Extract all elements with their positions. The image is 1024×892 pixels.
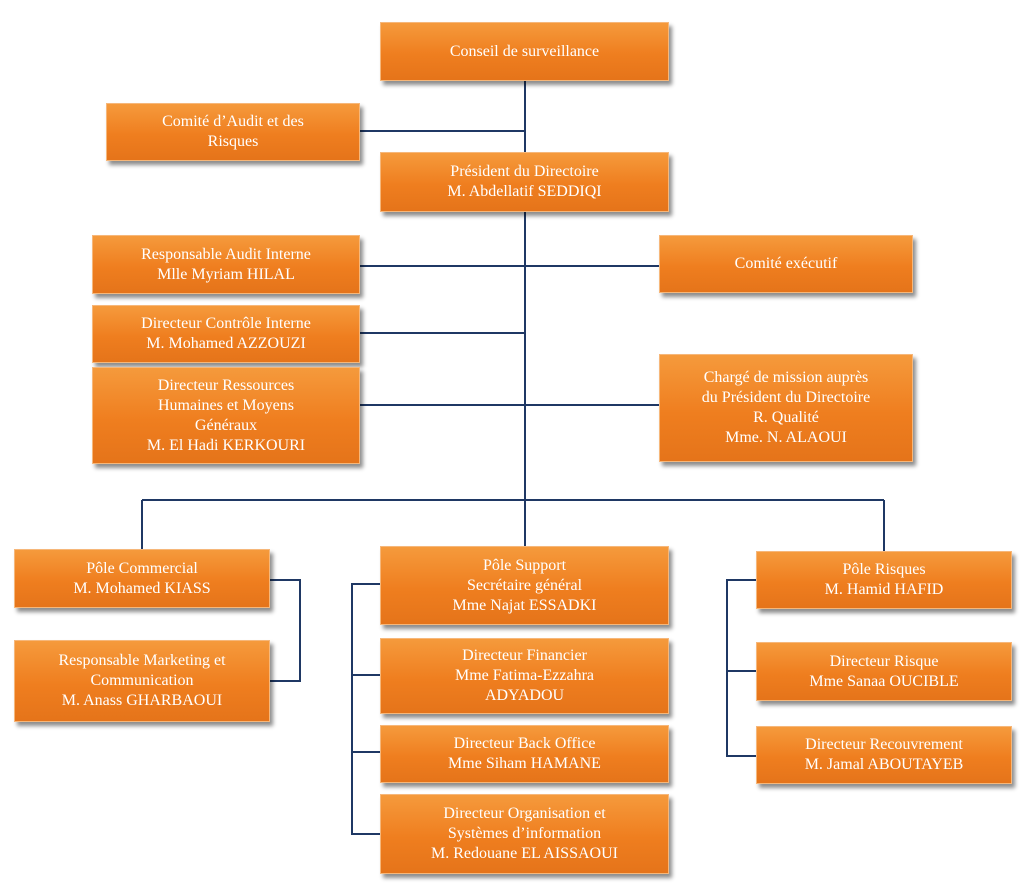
box-text-line: Mme Sanaa OUCIBLE xyxy=(809,672,959,690)
box-text-line: Systèmes d’information xyxy=(447,825,602,842)
box-text-line: Mme. N. ALAOUI xyxy=(725,429,847,446)
box-text-line: Directeur Organisation et xyxy=(443,805,606,822)
box-text-line: Secrétaire général xyxy=(466,576,583,594)
box-text-line: Pôle Support xyxy=(482,556,567,574)
box-text-line: Comité d’Audit et des xyxy=(162,113,304,130)
box-text-line: M. Redouane EL AISSAOUI xyxy=(431,845,618,862)
box-conseil-surveillance: Conseil de surveillance xyxy=(380,22,669,81)
box-text-line: M. Mohamed AZZOUZI xyxy=(146,335,306,352)
box-text-line: Chargé de mission auprès xyxy=(703,369,869,386)
box-text-line: Responsable Marketing et xyxy=(58,652,226,669)
box-text-line: Comité exécutif xyxy=(734,255,838,272)
box-marketing: Responsable Marketing et Communication M. … xyxy=(14,640,270,722)
box-text-line: M. Mohamed KIASS xyxy=(73,579,211,597)
box-text-line: Conseil de surveillance xyxy=(449,42,600,60)
box-text-line: Directeur Back Office xyxy=(453,735,596,752)
connector-line xyxy=(270,579,301,682)
box-text-line: M. Hamid HAFID xyxy=(824,581,944,598)
box-text-line: Mme Siham HAMANE xyxy=(448,755,601,772)
box-text-line: Risques xyxy=(207,133,259,150)
box-controle-interne: Directeur Contrôle Interne M. Mohamed AZZ… xyxy=(92,305,360,363)
box-pole-commercial: Pôle Commercial M. Mohamed KIASS xyxy=(14,549,270,608)
connector-line xyxy=(726,579,756,757)
box-text-line: Communication xyxy=(90,672,194,689)
box-text-line: Généraux xyxy=(194,416,258,434)
box-text-line: M. Abdellatif SEDDIQI xyxy=(447,183,602,200)
box-comite-executif: Comité exécutif xyxy=(659,235,913,293)
box-text-line: M. El Hadi KERKOURI xyxy=(146,436,306,454)
box-text-line: Directeur Recouvrement xyxy=(805,736,963,753)
box-text-line: Mme Fatima-Ezzahra xyxy=(454,667,595,684)
box-president-directoire: Président du Directoire M. Abdellatif SED… xyxy=(380,152,669,212)
box-charge-mission: Chargé de mission auprès du Président du … xyxy=(659,354,913,462)
box-text-line: Mlle Myriam HILAL xyxy=(157,265,295,283)
box-text-line: R. Qualité xyxy=(753,409,819,426)
box-recouvrement: Directeur Recouvrement M. Jamal ABOUTAYEB xyxy=(756,726,1012,784)
box-text-line: Directeur Ressources xyxy=(157,376,295,394)
box-text-line: du Président du Directoire xyxy=(701,389,871,406)
box-text-line: Responsable Audit Interne xyxy=(141,245,311,263)
box-text-line: Pôle Risques xyxy=(842,561,926,578)
box-text-line: Directeur Risque xyxy=(829,652,939,670)
box-text-line: Président du Directoire xyxy=(450,163,599,180)
box-organisation-si: Directeur Organisation et Systèmes d’info… xyxy=(380,794,669,874)
box-text-line: Directeur Financier xyxy=(462,647,587,664)
box-text-line: M. Anass GHARBAOUI xyxy=(61,692,223,709)
box-text-line: Mme Najat ESSADKI xyxy=(452,596,597,614)
box-pole-risques: Pôle Risques M. Hamid HAFID xyxy=(756,551,1012,609)
box-text-line: Pôle Commercial xyxy=(86,559,198,577)
box-text-line: Directeur Contrôle Interne xyxy=(141,315,311,332)
box-text-line: Humaines et Moyens xyxy=(158,396,294,414)
connector-line xyxy=(351,583,380,835)
box-text-line: ADYADOU xyxy=(484,687,565,704)
box-text-line: M. Jamal ABOUTAYEB xyxy=(804,756,964,773)
